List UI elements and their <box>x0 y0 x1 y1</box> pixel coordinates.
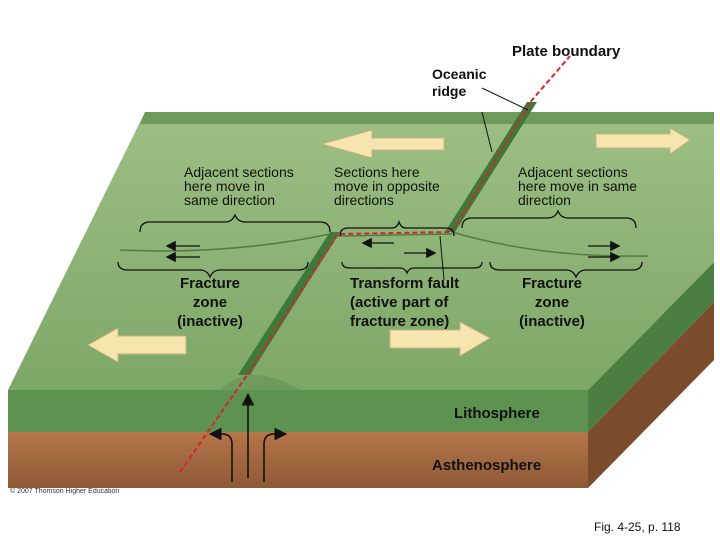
adjacent-sections-left-label: Adjacent sections here move in same dire… <box>184 165 294 207</box>
copyright-text: © 2007 Thomson Higher Education <box>10 488 119 495</box>
fracture-zone-left-label: Fracture zone (inactive) <box>162 275 258 331</box>
fracture-zone-right-label: Fracture zone (inactive) <box>504 275 600 331</box>
plate-back-edge <box>140 112 714 124</box>
leader-oceanic-ridge-2 <box>482 88 528 110</box>
oceanic-ridge-label: Oceanic ridge <box>432 66 486 100</box>
sections-opposite-label: Sections here move in opposite direction… <box>334 165 440 207</box>
asthenosphere-label: Asthenosphere <box>432 458 541 473</box>
plate-boundary-label: Plate boundary <box>512 44 620 59</box>
adjacent-sections-right-label: Adjacent sections here move in same dire… <box>518 165 637 207</box>
figure-caption: Fig. 4-25, p. 118 <box>594 521 681 533</box>
lithosphere-label: Lithosphere <box>454 406 540 421</box>
transform-fault-label: Transform fault (active part of fracture… <box>350 275 459 331</box>
